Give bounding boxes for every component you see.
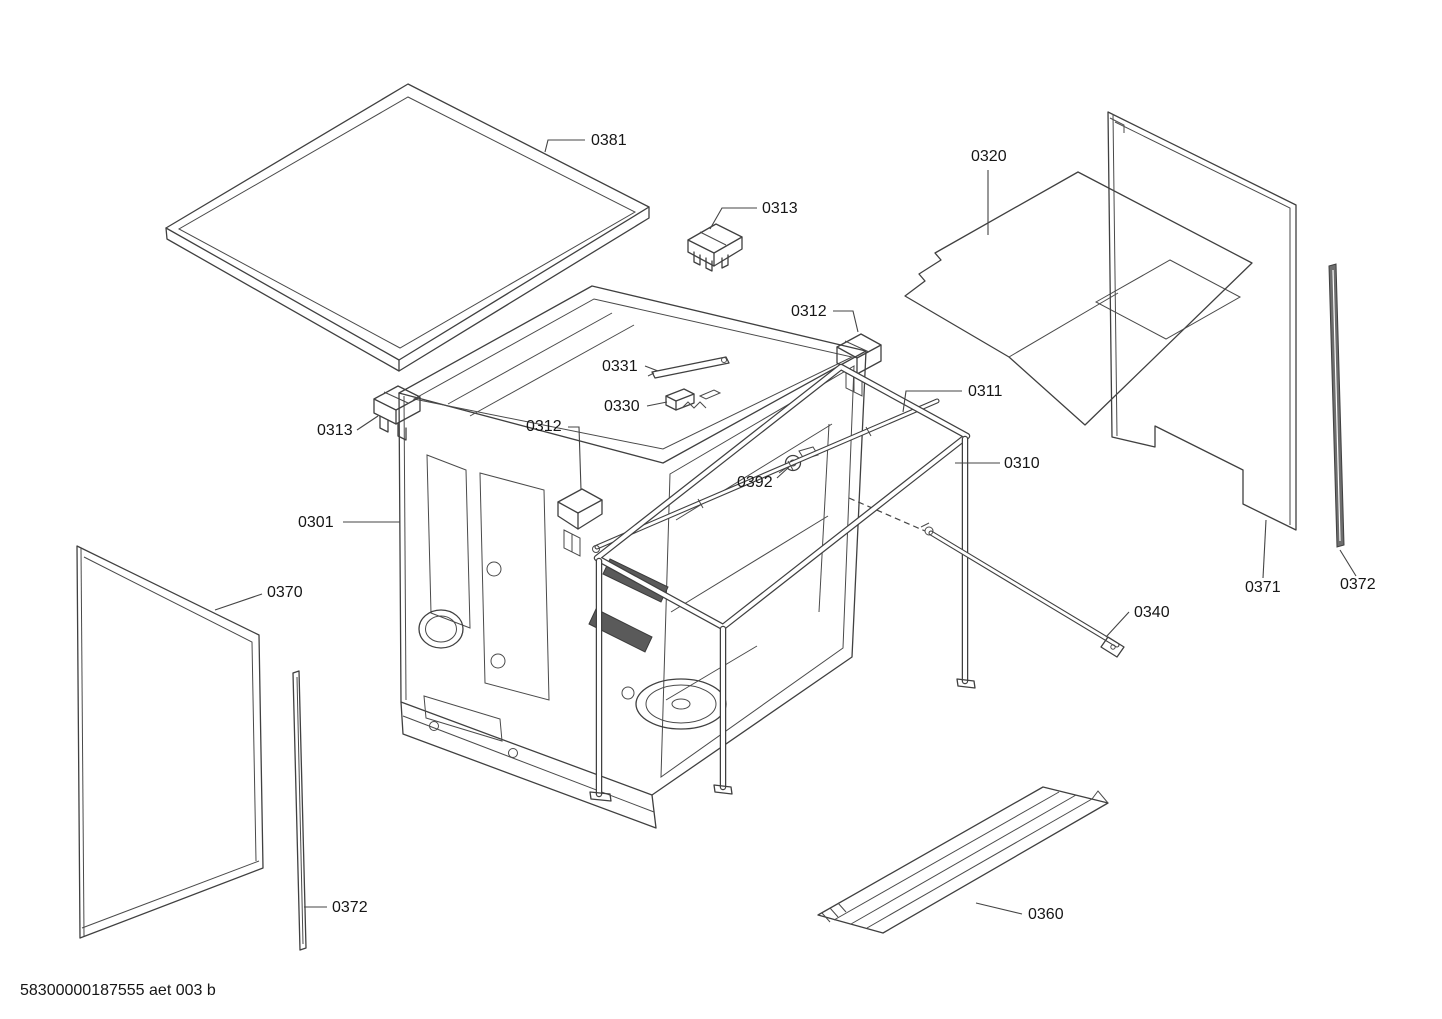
part-label-0331: 0331 [602, 358, 638, 375]
stamped-panel [479, 472, 550, 701]
part-label-0392: 0392 [737, 474, 773, 491]
part-label-0340: 0340 [1134, 604, 1170, 621]
assembly-dashed-line [848, 497, 926, 532]
fill-funnel-strip [647, 356, 730, 379]
door-latch [665, 388, 722, 411]
leader-0392 [776, 466, 790, 479]
frame-foot [956, 678, 976, 689]
base-trim-rail [817, 786, 1109, 934]
corner-bracket-front-0312 [557, 488, 603, 557]
part-label-0372-right: 0372 [1340, 576, 1376, 593]
insulation-panel [904, 171, 1253, 426]
rear-side-panel [1107, 111, 1297, 531]
part-label-0313-top: 0313 [762, 200, 798, 217]
sump-filter [621, 678, 727, 730]
leader-0370 [214, 593, 263, 611]
part-label-0320: 0320 [971, 148, 1007, 165]
part-label-0310: 0310 [1004, 455, 1040, 472]
top-rail [592, 398, 940, 553]
part-label-0301: 0301 [298, 514, 334, 531]
leader-0313-left [356, 415, 379, 431]
leader-0331 [644, 365, 659, 372]
leader-0340 [1105, 611, 1130, 638]
leader-0360 [975, 902, 1023, 915]
part-label-0360: 0360 [1028, 906, 1064, 923]
sealing-strip-right [1328, 263, 1345, 548]
vent-opening [418, 609, 464, 649]
frame-foot [589, 791, 612, 802]
corner-bracket-left-0313 [373, 385, 421, 441]
part-label-0372-left: 0372 [332, 899, 368, 916]
leader-0372-right [1339, 549, 1357, 577]
interior-rail-clamp [588, 608, 653, 653]
part-label-0371: 0371 [1245, 579, 1281, 596]
leader-0371 [1262, 519, 1267, 579]
door-outer-panel [76, 545, 264, 939]
mounting-bracket-top [687, 223, 743, 272]
part-label-0381: 0381 [591, 132, 627, 149]
mounting-frame [589, 363, 1125, 802]
leader-0312-right [833, 310, 859, 333]
part-labels: 0381 0313 0320 0312 0331 0330 0311 0313 … [267, 132, 1376, 923]
leader-0313-top [709, 207, 757, 230]
leader-0330 [646, 401, 668, 407]
part-label-0312-left: 0312 [526, 418, 562, 435]
part-label-0330: 0330 [604, 398, 640, 415]
sealing-strip-left [292, 670, 307, 951]
frame-foot [713, 784, 733, 795]
worktop-panel [165, 83, 650, 372]
leader-0311 [902, 390, 962, 413]
cross-rod [920, 522, 1125, 658]
leader-0381 [544, 139, 585, 153]
part-label-0313-left: 0313 [317, 422, 353, 439]
part-label-0312-right: 0312 [791, 303, 827, 320]
stamped-panel [426, 454, 471, 629]
part-label-0311: 0311 [968, 383, 1003, 400]
leader-0312-left [568, 426, 582, 491]
document-code: 58300000187555 aet 003 b [20, 982, 216, 999]
leader-lines [214, 139, 1357, 915]
part-label-0370: 0370 [267, 584, 303, 601]
